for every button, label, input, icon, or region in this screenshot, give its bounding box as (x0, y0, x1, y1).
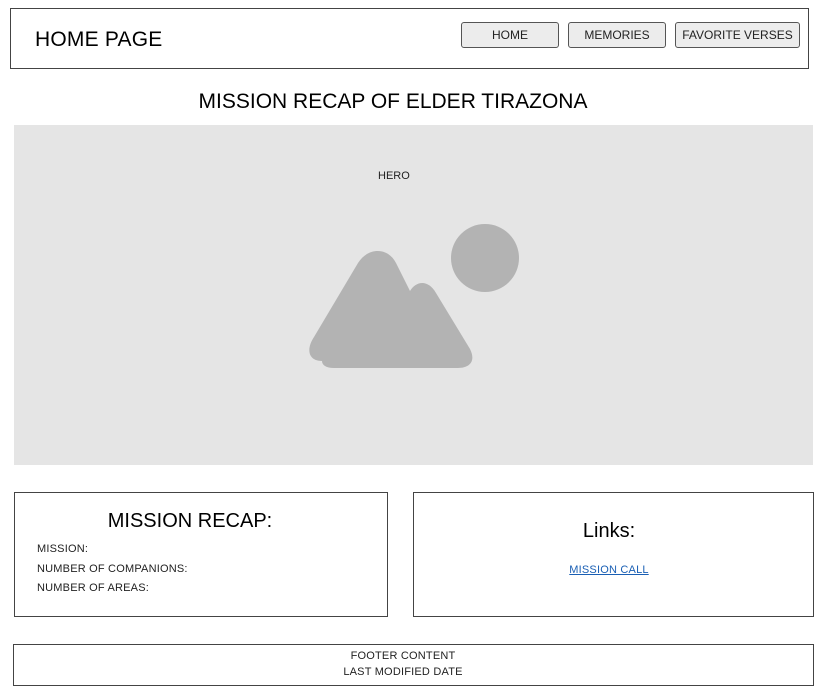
header-title: HOME PAGE (35, 28, 163, 51)
nav-favorite-verses-button[interactable]: FAVORITE VERSES (675, 22, 800, 48)
image-placeholder-icon (309, 224, 519, 368)
mountain-shape (309, 251, 473, 368)
links-list-item: MISSION CALL (414, 564, 804, 577)
areas-label: NUMBER OF AREAS: (37, 582, 149, 594)
page-title: MISSION RECAP OF ELDER TIRAZONA (198, 90, 588, 113)
nav-home-button[interactable]: HOME (461, 22, 559, 48)
last-modified-date: LAST MODIFIED DATE (343, 666, 463, 678)
sun-shape (451, 224, 519, 292)
mission-recap-panel: MISSION RECAP: MISSION: NUMBER OF COMPAN… (14, 492, 388, 617)
mission-label: MISSION: (37, 543, 89, 555)
links-panel: Links: MISSION CALL (413, 492, 814, 617)
hero-section: HERO (14, 125, 813, 465)
footer-content: FOOTER CONTENT (350, 650, 456, 662)
companions-label: NUMBER OF COMPANIONS: (37, 563, 188, 575)
nav-memories-button[interactable]: MEMORIES (568, 22, 666, 48)
site-footer: FOOTER CONTENT LAST MODIFIED DATE (13, 644, 814, 686)
mission-recap-title: MISSION RECAP: (107, 510, 273, 532)
links-title: Links: (582, 520, 636, 542)
site-header: HOME PAGE HOME MEMORIES FAVORITE VERSES (10, 8, 809, 69)
mission-call-link[interactable]: MISSION CALL (569, 564, 649, 576)
hero-label: HERO (378, 170, 410, 182)
